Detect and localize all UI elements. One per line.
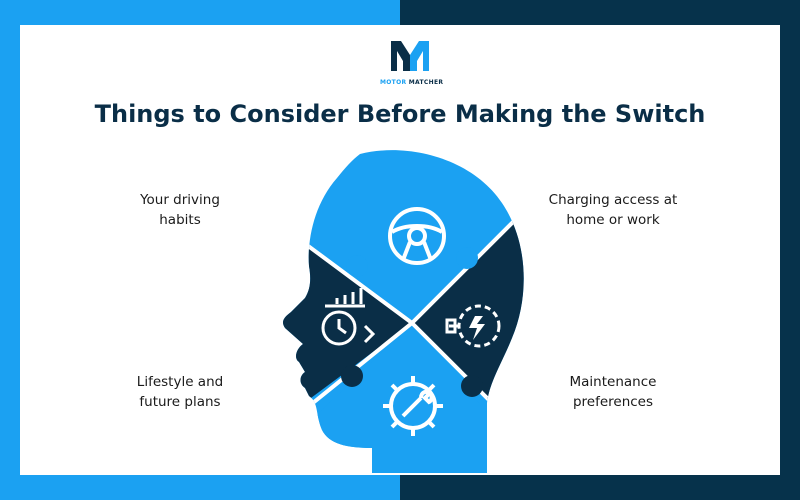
- clock-growth-icon: [321, 288, 376, 346]
- page-title: Things to Consider Before Making the Swi…: [94, 100, 706, 128]
- point-driving-habits: Your driving habits: [105, 190, 255, 230]
- logo-wordmark: MOTOR MATCHER: [380, 79, 443, 86]
- point-lifestyle: Lifestyle and future plans: [105, 372, 255, 412]
- puzzle-piece-bottom: [283, 323, 524, 473]
- point-maintenance: Maintenance preferences: [538, 372, 688, 412]
- logo-word-matcher: MATCHER: [408, 79, 444, 86]
- charging-plug-icon: [445, 304, 501, 348]
- motor-matcher-m-icon: [391, 41, 429, 71]
- point-line: preferences: [572, 394, 654, 410]
- point-line: habits: [159, 212, 201, 228]
- point-line: Maintenance: [569, 374, 657, 390]
- point-line: future plans: [139, 394, 221, 410]
- point-line: Charging access at: [548, 192, 678, 208]
- point-line: Lifestyle and: [136, 374, 224, 390]
- point-charging-access: Charging access at home or work: [538, 190, 688, 230]
- point-line: Your driving: [140, 192, 220, 208]
- gear-wrench-icon: [383, 376, 443, 436]
- brand-logo: MOTOR MATCHER: [380, 37, 443, 87]
- head-puzzle-illustration: [283, 150, 524, 473]
- infographic-card: MOTOR MATCHER Things to Consider Before …: [20, 25, 780, 475]
- point-line: home or work: [566, 212, 660, 228]
- logo-word-motor: MOTOR: [380, 79, 407, 86]
- steering-wheel-icon: [388, 207, 446, 265]
